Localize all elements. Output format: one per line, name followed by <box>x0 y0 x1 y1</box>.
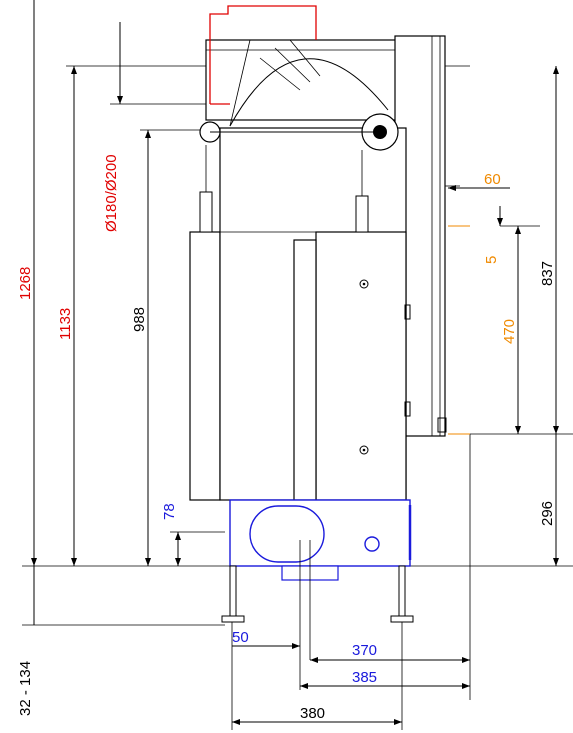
label-50: 50 <box>232 629 249 646</box>
label-380: 380 <box>300 705 325 722</box>
air-inlet-oval <box>249 505 325 563</box>
label-988: 988 <box>131 307 148 332</box>
dimension-arrows <box>31 66 559 725</box>
inlet-small-circle <box>364 536 380 552</box>
lifting-mechanism-arc <box>229 58 389 127</box>
front-door <box>315 231 407 501</box>
label-296: 296 <box>539 501 556 526</box>
label-370: 370 <box>352 642 377 659</box>
label-1133: 1133 <box>57 308 74 340</box>
flue-collar <box>209 5 317 104</box>
door-knob-bottom <box>359 445 369 455</box>
label-385: 385 <box>352 669 377 686</box>
label-flue-diameter: Ø180/Ø200 <box>103 154 120 232</box>
label-1268: 1268 <box>17 267 34 300</box>
label-837: 837 <box>539 261 556 286</box>
label-32-134: 32 - 134 <box>17 661 34 716</box>
label-5: 5 <box>483 256 500 264</box>
adjustable-feet <box>221 565 414 623</box>
dimension-lines <box>33 0 557 723</box>
base-box <box>229 499 411 567</box>
door-knob-top <box>359 279 369 289</box>
label-470: 470 <box>501 319 518 344</box>
left-side-panel <box>189 231 221 501</box>
label-78: 78 <box>161 503 178 520</box>
dimension-labels: 1268 1133 Ø180/Ø200 988 78 32 - 134 50 3… <box>17 154 556 722</box>
label-60: 60 <box>484 171 501 188</box>
stove-body <box>189 5 470 623</box>
glass-pane <box>293 239 317 501</box>
